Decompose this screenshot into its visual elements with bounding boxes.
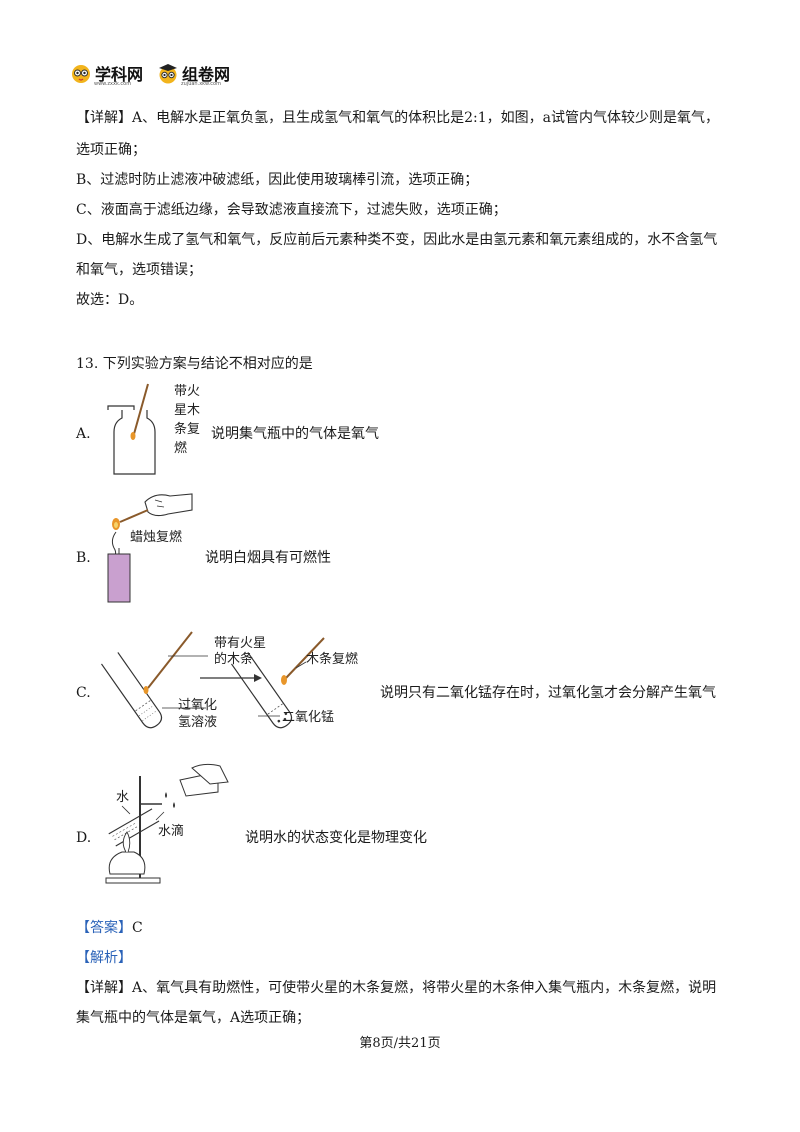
option-conclusion: 说明水的状态变化是物理变化	[245, 830, 427, 846]
option-label: A.	[76, 426, 91, 442]
logo2-sub: zujuan.xkw.com	[181, 81, 221, 87]
text-line: 故选：D。	[76, 292, 144, 308]
fig-label: 燃	[174, 441, 188, 456]
text-line: 【详解】A、电解水是正氧负氢，且生成氢气和氧气的体积比是2:1，如图，a试管内气…	[76, 110, 719, 126]
fig-label: 蜡烛复燃	[130, 530, 183, 545]
logo1-sub: www.zxxk.com	[94, 81, 132, 87]
fig-label: 星木	[174, 403, 201, 418]
fig-label: 过氧化	[178, 698, 218, 713]
fig-label: 氢溶液	[178, 715, 218, 730]
option-label: B.	[76, 550, 91, 566]
answer-line: 【答案】C	[76, 918, 143, 938]
fig-label: 条复	[174, 422, 201, 437]
text-line: B、过滤时防止滤液冲破滤纸，因此使用玻璃棒引流，选项正确；	[76, 172, 479, 188]
text-line: 和氧气，选项错误；	[76, 262, 202, 278]
fig-label: 木条复燃	[306, 652, 359, 667]
option-label: C.	[76, 685, 91, 701]
heating-water-figure	[105, 763, 229, 884]
option-conclusion: 说明白烟具有可燃性	[205, 550, 331, 566]
text-line: 选项正确；	[76, 142, 146, 158]
page-number: 第8页/共21页	[359, 1036, 441, 1051]
option-conclusion: 说明只有二氧化锰存在时，过氧化氢才会分解产生氧气	[380, 685, 716, 701]
fig-label: 的木条	[214, 652, 254, 667]
logo2-text: 组卷网	[182, 65, 231, 84]
logo1-text: 学科网	[95, 65, 144, 84]
owl-cap-icon	[159, 64, 178, 84]
text-line: C、液面高于滤纸边缘，会导致滤液直接流下，过滤失败，选项正确；	[76, 202, 507, 218]
test-tube-figure	[100, 631, 325, 729]
text-line: 集气瓶中的气体是氧气，A选项正确；	[76, 1010, 311, 1026]
fig-label: 二氧化锰	[282, 710, 335, 725]
fig-label: 带有火星	[214, 636, 267, 651]
candle-figure	[107, 493, 193, 603]
option-label: D.	[76, 830, 92, 846]
logo-zujuanwang: 组卷网 zujuan.xkw.com	[157, 61, 231, 87]
question-stem: 13. 下列实验方案与结论不相对应的是	[76, 356, 313, 372]
text-line: D、电解水生成了氢气和氧气，反应前后元素种类不变，因此水是由氢元素和氧元素组成的…	[76, 232, 718, 248]
fig-label: 带火	[174, 384, 201, 399]
fig-label: 水	[116, 790, 130, 805]
owl-icon	[72, 65, 90, 83]
gas-bottle-figure	[107, 383, 156, 475]
logo-xuekewang: 学科网 www.zxxk.com	[70, 61, 144, 87]
option-conclusion: 说明集气瓶中的气体是氧气	[211, 426, 379, 442]
header-logos: 学科网 www.zxxk.com 组卷网 zujuan.xkw.com	[70, 60, 231, 87]
analysis-tag: 【解析】	[76, 950, 132, 966]
text-line: 【详解】A、氧气具有助燃性，可使带火星的木条复燃，将带火星的木条伸入集气瓶内，木…	[76, 980, 717, 996]
fig-label: 水滴	[158, 824, 185, 839]
answer-value: C	[132, 920, 143, 936]
answer-tag: 【答案】	[76, 920, 132, 936]
